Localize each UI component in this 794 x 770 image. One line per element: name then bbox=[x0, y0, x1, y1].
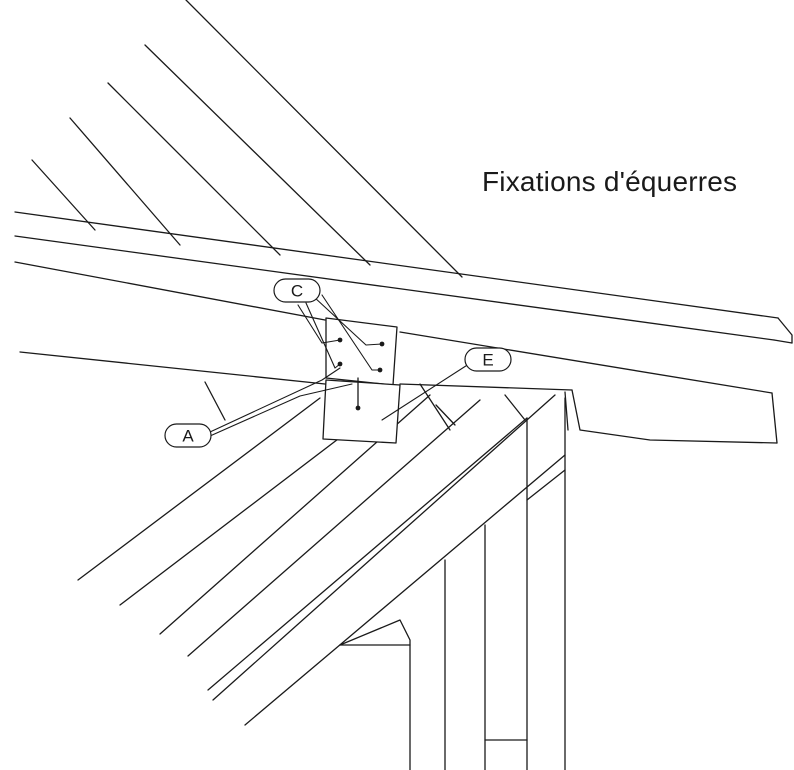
callout-a: A bbox=[164, 423, 212, 448]
leader-c bbox=[305, 302, 341, 369]
rafter-line bbox=[31, 159, 96, 231]
posts bbox=[444, 397, 566, 770]
member-line bbox=[207, 417, 528, 691]
callout-e-label: E bbox=[482, 351, 493, 370]
beam-edge bbox=[399, 331, 773, 394]
angle-bracket bbox=[322, 317, 401, 444]
rafter-line bbox=[69, 117, 181, 246]
callout-c-label: C bbox=[291, 282, 303, 301]
leader-a bbox=[209, 367, 341, 433]
frame-line bbox=[504, 394, 526, 421]
beam-end bbox=[773, 339, 793, 344]
callout-e-bubble bbox=[464, 347, 512, 372]
diagram-title: Fixations d'équerres bbox=[482, 166, 738, 197]
beam-edge bbox=[14, 211, 779, 319]
bracket-upper-plate bbox=[325, 317, 398, 386]
beam-edge bbox=[19, 351, 326, 385]
beam-end bbox=[777, 317, 793, 344]
member-line bbox=[244, 454, 566, 726]
callout-e: E bbox=[464, 347, 512, 372]
rafter-line bbox=[144, 44, 371, 266]
callout-c-bubble bbox=[273, 278, 321, 303]
block-edge bbox=[339, 619, 411, 770]
beam-end bbox=[571, 389, 778, 444]
inner-block bbox=[339, 619, 411, 770]
leader-c bbox=[313, 296, 383, 346]
member-line bbox=[187, 399, 481, 657]
beam-edge bbox=[14, 235, 775, 341]
leader-c bbox=[321, 294, 381, 371]
frame-top bbox=[399, 383, 573, 391]
beam bbox=[14, 211, 793, 444]
leader-e bbox=[381, 361, 473, 421]
rafters bbox=[31, 0, 463, 278]
post-line bbox=[526, 469, 566, 501]
beam-end bbox=[771, 392, 778, 444]
callout-a-bubble bbox=[164, 423, 212, 448]
leaders bbox=[209, 294, 473, 437]
frame-line bbox=[435, 404, 456, 426]
rafter-line bbox=[107, 82, 281, 256]
rafter-line bbox=[185, 0, 463, 278]
member-line bbox=[212, 394, 556, 701]
callout-a-label: A bbox=[182, 427, 194, 446]
leader-a bbox=[209, 383, 353, 437]
member-line bbox=[77, 397, 321, 581]
leader-c bbox=[297, 304, 341, 344]
bracket-lower-plate bbox=[322, 379, 401, 444]
frame-line bbox=[204, 381, 226, 421]
frame-line bbox=[419, 383, 451, 431]
sloping-members bbox=[77, 394, 566, 726]
callout-c: C bbox=[273, 278, 321, 303]
beam-edge bbox=[14, 261, 326, 321]
